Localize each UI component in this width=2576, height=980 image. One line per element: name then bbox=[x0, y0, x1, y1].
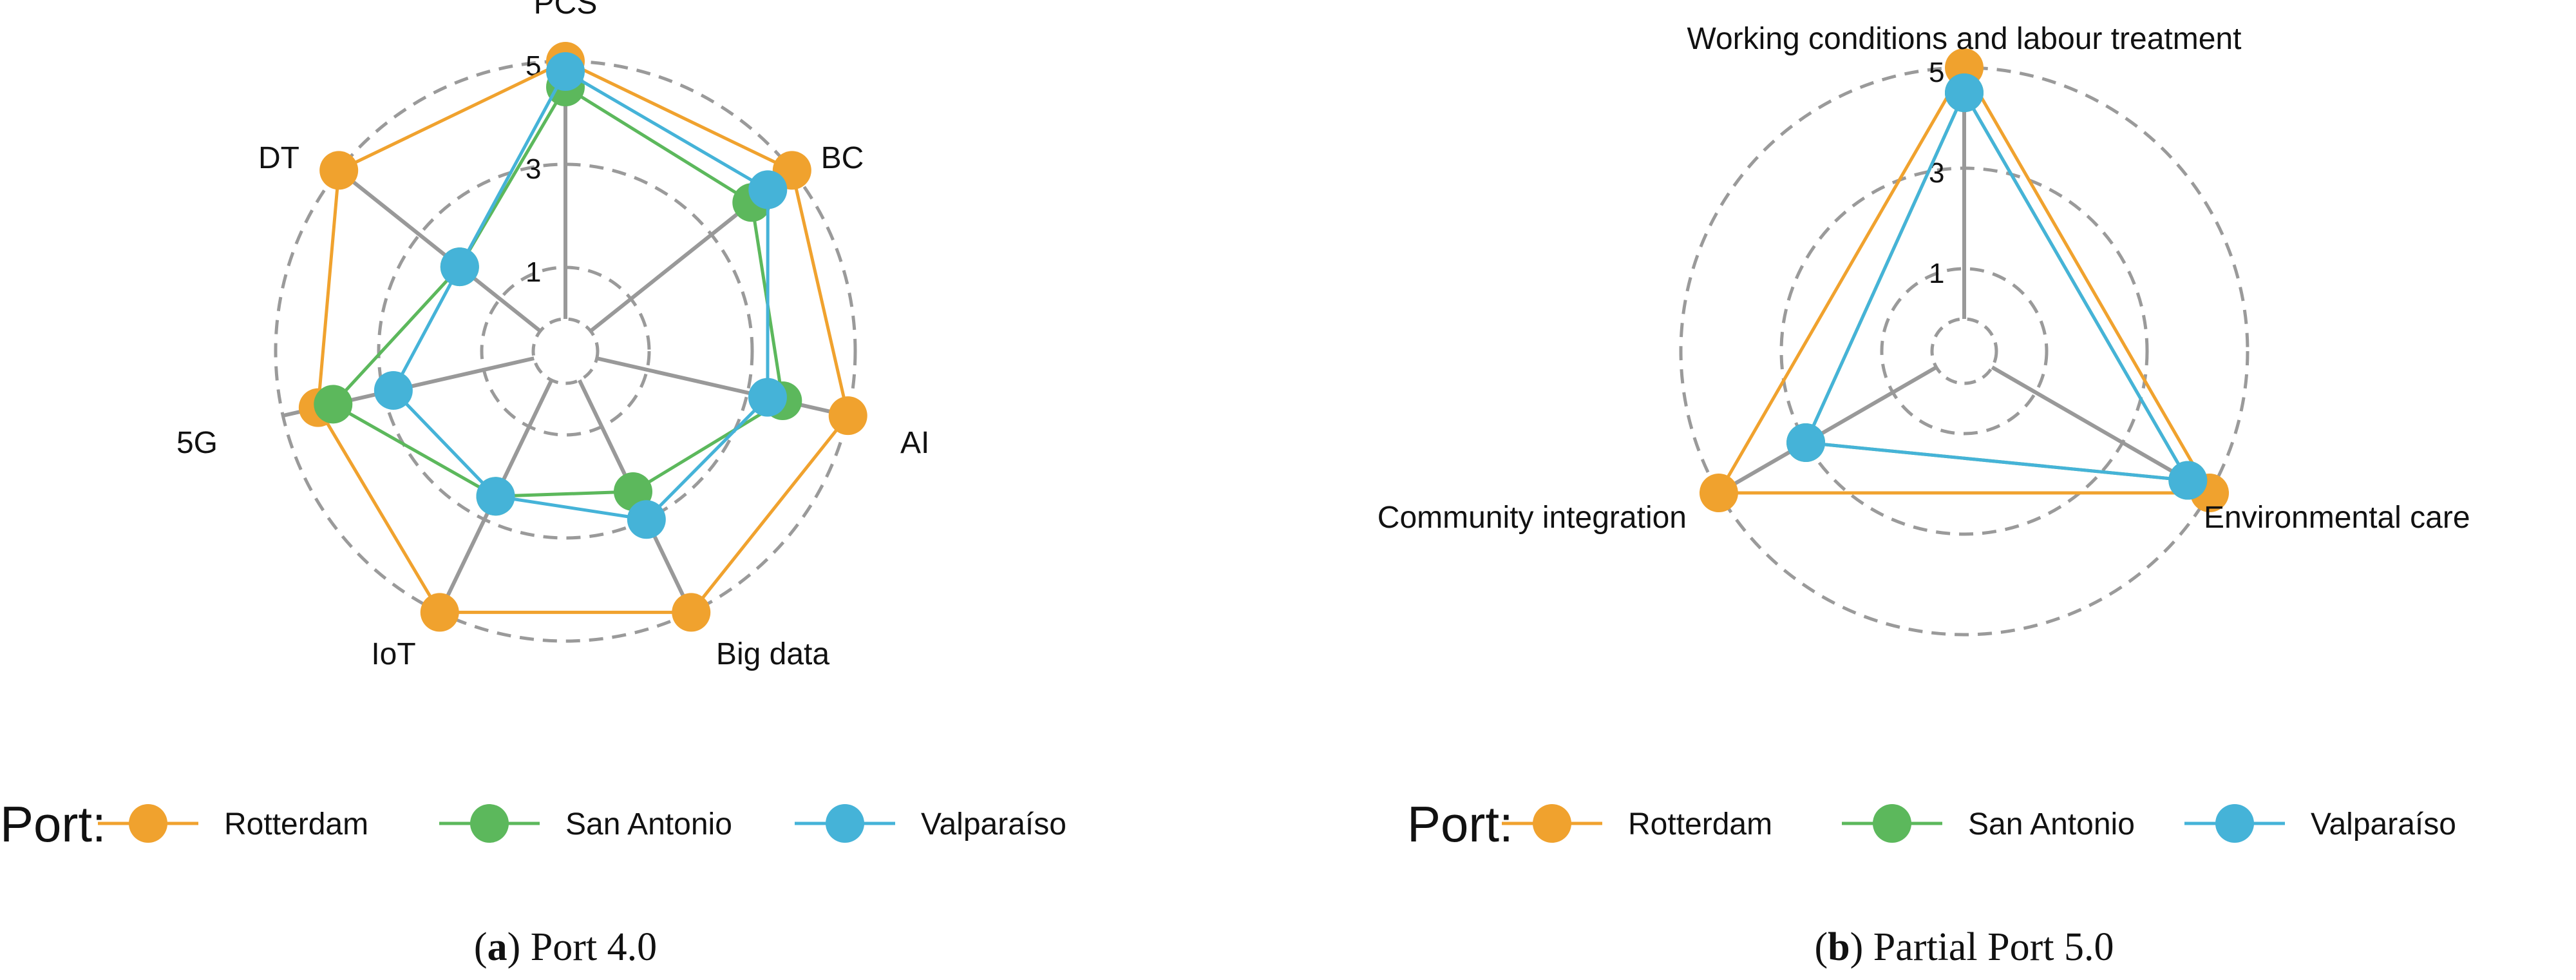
axis-label-bc: BC bbox=[821, 141, 864, 175]
caption-letter: a bbox=[488, 925, 507, 969]
axis-label-ai: AI bbox=[900, 426, 929, 460]
caption-text: Partial Port 5.0 bbox=[1873, 925, 2114, 969]
legend-swatch-dot bbox=[1873, 804, 1911, 843]
point-rotterdam-big-data bbox=[672, 593, 711, 632]
series-line-valparaiso bbox=[1804, 91, 2190, 482]
legend-partial-port-5-0: Port: Rotterdam San Antonio Valparaíso bbox=[1407, 796, 2456, 852]
ring-label-1: 1 bbox=[1929, 258, 1944, 289]
caption-close-paren: ) bbox=[507, 925, 531, 969]
point-valparaiso-environmental-care bbox=[2168, 461, 2208, 500]
axis-label-community-integration: Community integration bbox=[1378, 501, 1687, 535]
caption: (b) Partial Port 5.0 bbox=[1815, 925, 2114, 969]
legend-label-rotterdam: Rotterdam bbox=[1628, 807, 1772, 841]
caption: (a) Port 4.0 bbox=[474, 925, 657, 969]
spoke-community-integration bbox=[1718, 365, 1938, 495]
axis-label-pcs: PCS bbox=[534, 0, 598, 21]
legend-swatch-dot bbox=[1533, 804, 1571, 843]
legend-item-valparaiso: Valparaíso bbox=[795, 804, 1066, 843]
series-line-valparaiso bbox=[392, 70, 770, 521]
legend-swatch-dot bbox=[470, 804, 509, 843]
grid-ring-1 bbox=[1880, 267, 2049, 436]
point-valparaiso-big-data bbox=[627, 500, 666, 539]
caption-port-4-0: (a) Port 4.0 bbox=[474, 925, 657, 969]
axis-label-5g: 5G bbox=[176, 426, 218, 460]
caption-text: Port 4.0 bbox=[531, 925, 657, 969]
legend-item-rotterdam: Rotterdam bbox=[98, 804, 368, 843]
ring-label-3: 3 bbox=[526, 153, 541, 185]
legend-swatch-dot bbox=[826, 804, 864, 843]
legend-label-san-antonio: San Antonio bbox=[565, 807, 732, 841]
point-rotterdam-community-integration bbox=[1699, 474, 1738, 512]
series-valparaiso bbox=[1786, 73, 2208, 500]
ring-label-1: 1 bbox=[526, 256, 541, 288]
point-valparaiso-pcs bbox=[546, 52, 585, 91]
series-san-antonio bbox=[1786, 73, 2208, 500]
point-valparaiso-working-conditions-and-labour-treatment bbox=[1945, 73, 1984, 112]
axis-label-big-data: Big data bbox=[716, 637, 829, 671]
legend-item-san-antonio: San Antonio bbox=[439, 804, 732, 843]
series-line-san-antonio bbox=[331, 85, 784, 498]
axis-label-environmental-care: Environmental care bbox=[2204, 501, 2470, 535]
legend-title: Port: bbox=[1407, 796, 1513, 852]
series-valparaiso bbox=[374, 52, 788, 539]
caption-letter: b bbox=[1828, 925, 1850, 969]
series-line-rotterdam bbox=[316, 59, 850, 614]
caption-close-paren: ) bbox=[1850, 925, 1873, 969]
legend-label-san-antonio: San Antonio bbox=[1968, 807, 2135, 841]
legend-item-valparaiso: Valparaíso bbox=[2184, 804, 2456, 843]
legend-swatch-dot bbox=[129, 804, 167, 843]
spoke-ai bbox=[596, 356, 849, 418]
legend-item-san-antonio: San Antonio bbox=[1842, 804, 2135, 843]
grid-ring-5 bbox=[274, 59, 857, 643]
point-valparaiso-ai bbox=[748, 378, 787, 417]
legend-label-valparaiso: Valparaíso bbox=[2311, 807, 2456, 841]
point-rotterdam-ai bbox=[828, 396, 867, 436]
point-san-antonio-5g bbox=[314, 385, 353, 424]
caption-partial-port-5-0: (b) Partial Port 5.0 bbox=[1815, 925, 2114, 969]
axis-label-working-conditions-and-labour-treatment: Working conditions and labour treatment bbox=[1687, 22, 2242, 56]
grid-ring-3 bbox=[377, 162, 754, 540]
point-valparaiso-5g bbox=[374, 370, 413, 410]
series-line-rotterdam bbox=[1717, 66, 2211, 495]
axis-label-dt: DT bbox=[258, 141, 299, 175]
point-valparaiso-dt bbox=[440, 247, 479, 287]
axis-label-iot: IoT bbox=[371, 637, 415, 671]
point-valparaiso-iot bbox=[476, 477, 515, 516]
point-valparaiso-bc bbox=[748, 170, 788, 209]
point-rotterdam-iot bbox=[420, 593, 459, 632]
legend-port-4-0: Port: Rotterdam San Antonio Valparaíso bbox=[0, 796, 1066, 852]
legend-title: Port: bbox=[0, 796, 106, 852]
grid-ring-center bbox=[1930, 317, 1998, 385]
series-san-antonio bbox=[314, 68, 802, 516]
legend-label-valparaiso: Valparaíso bbox=[921, 807, 1066, 841]
legend-label-rotterdam: Rotterdam bbox=[224, 807, 368, 841]
caption-open-paren: ( bbox=[1815, 925, 1828, 969]
legend-item-rotterdam: Rotterdam bbox=[1502, 804, 1772, 843]
ring-label-5: 5 bbox=[1929, 57, 1944, 88]
legend-swatch-dot bbox=[2215, 804, 2254, 843]
grid-ring-center bbox=[531, 317, 600, 385]
spokes bbox=[282, 61, 849, 613]
spoke-dt bbox=[337, 169, 542, 333]
point-rotterdam-dt bbox=[319, 151, 359, 190]
caption-open-paren: ( bbox=[474, 925, 488, 969]
point-valparaiso-community-integration bbox=[1786, 423, 1826, 462]
